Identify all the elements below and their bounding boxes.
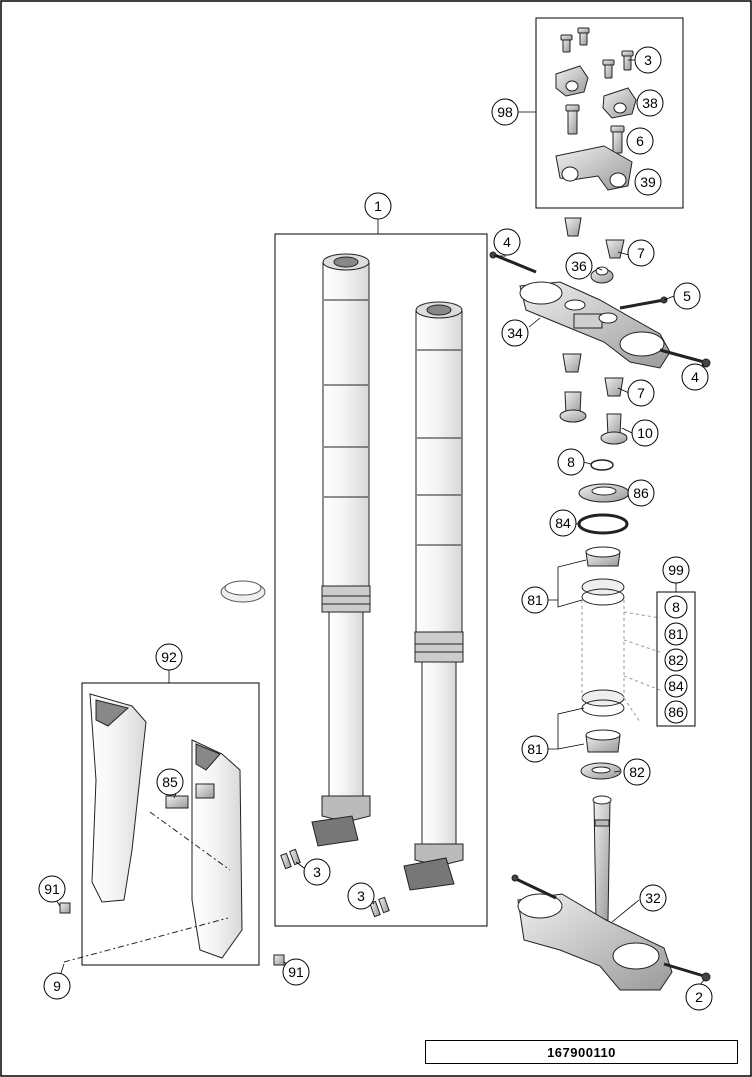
fork-leg-left [311,253,371,847]
svg-text:9: 9 [53,978,61,994]
steering-bearings [577,459,630,780]
group-box-1 [274,233,488,927]
callout-38: 38 [636,89,664,117]
diagram-part-number: 167900110 [425,1040,738,1064]
callout-3-fork-left: 3 [303,858,331,886]
callout-4-top: 4 [493,228,521,256]
callout-98: 98 [491,98,519,126]
svg-text:1: 1 [374,198,382,214]
svg-text:91: 91 [44,881,60,897]
svg-text:2: 2 [695,989,703,1005]
callout-4-right: 4 [681,363,709,391]
svg-text:8: 8 [672,599,680,615]
svg-text:84: 84 [668,678,684,694]
svg-text:3: 3 [644,52,652,68]
callout-81-bottom: 81 [521,735,549,763]
svg-text:7: 7 [637,245,645,261]
svg-text:32: 32 [645,890,661,906]
callout-92: 92 [155,643,183,671]
fork-leg-right [403,301,464,891]
callout-3-fork-right: 3 [347,882,375,910]
svg-text:38: 38 [642,95,658,111]
callout-99: 99 [662,556,690,584]
svg-text:4: 4 [503,234,511,250]
svg-text:81: 81 [527,741,543,757]
callout-85: 85 [156,768,184,796]
callout-86: 86 [627,479,655,507]
kit-item: 84 [664,674,688,698]
svg-text:99: 99 [668,562,684,578]
svg-text:84: 84 [555,515,571,531]
kit-item: 81 [664,622,688,646]
callout-81-top: 81 [521,586,549,614]
callout-82: 82 [623,758,651,786]
callout-8: 8 [557,448,585,476]
callout-3-top: 3 [634,46,662,74]
callout-6: 6 [626,127,654,155]
svg-text:91: 91 [288,964,304,980]
svg-text:8: 8 [567,454,575,470]
upper-triple-clamp [489,217,711,445]
kit-item: 82 [664,648,688,672]
svg-text:7: 7 [637,385,645,401]
callout-1: 1 [364,192,392,220]
svg-text:5: 5 [683,288,691,304]
svg-text:3: 3 [357,888,365,904]
svg-text:10: 10 [637,425,653,441]
handlebar-clamp-set [555,27,637,191]
kit-99-list: 8 81 82 84 86 [656,591,696,727]
fork-ring-part [220,580,266,603]
lower-triple-clamp [511,795,711,991]
callout-7-mid: 7 [627,379,655,407]
svg-text:98: 98 [497,104,513,120]
callout-9: 9 [43,972,71,1000]
frame-head-tube-ghost [581,600,661,723]
svg-text:3: 3 [313,864,321,880]
kit-item: 8 [664,595,688,619]
group-box-98 [535,17,684,209]
callout-36: 36 [565,252,593,280]
svg-text:81: 81 [527,592,543,608]
callout-91-right: 91 [282,958,310,986]
callout-10: 10 [631,419,659,447]
svg-text:36: 36 [571,258,587,274]
callouts: 98 3 38 6 39 1 4 7 36 5 34 4 7 10 8 86 8… [38,46,713,1011]
callout-2: 2 [685,983,713,1011]
svg-text:6: 6 [636,133,644,149]
svg-text:81: 81 [668,626,684,642]
svg-text:82: 82 [629,764,645,780]
kit-item: 86 [664,700,688,724]
svg-text:85: 85 [162,774,178,790]
svg-text:92: 92 [161,649,177,665]
svg-text:34: 34 [507,325,523,341]
callout-34: 34 [501,319,529,347]
callout-7-top: 7 [627,239,655,267]
fork-clamp-screws [280,848,390,918]
svg-text:86: 86 [668,704,684,720]
fork-protectors [59,693,285,966]
callout-84: 84 [549,509,577,537]
svg-text:39: 39 [640,174,656,190]
group-box-92 [81,682,260,966]
svg-text:82: 82 [668,652,684,668]
svg-text:86: 86 [633,485,649,501]
callout-32: 32 [639,884,667,912]
callout-5: 5 [673,282,701,310]
callout-91-left: 91 [38,875,66,903]
callout-39: 39 [634,168,662,196]
svg-text:4: 4 [691,369,699,385]
